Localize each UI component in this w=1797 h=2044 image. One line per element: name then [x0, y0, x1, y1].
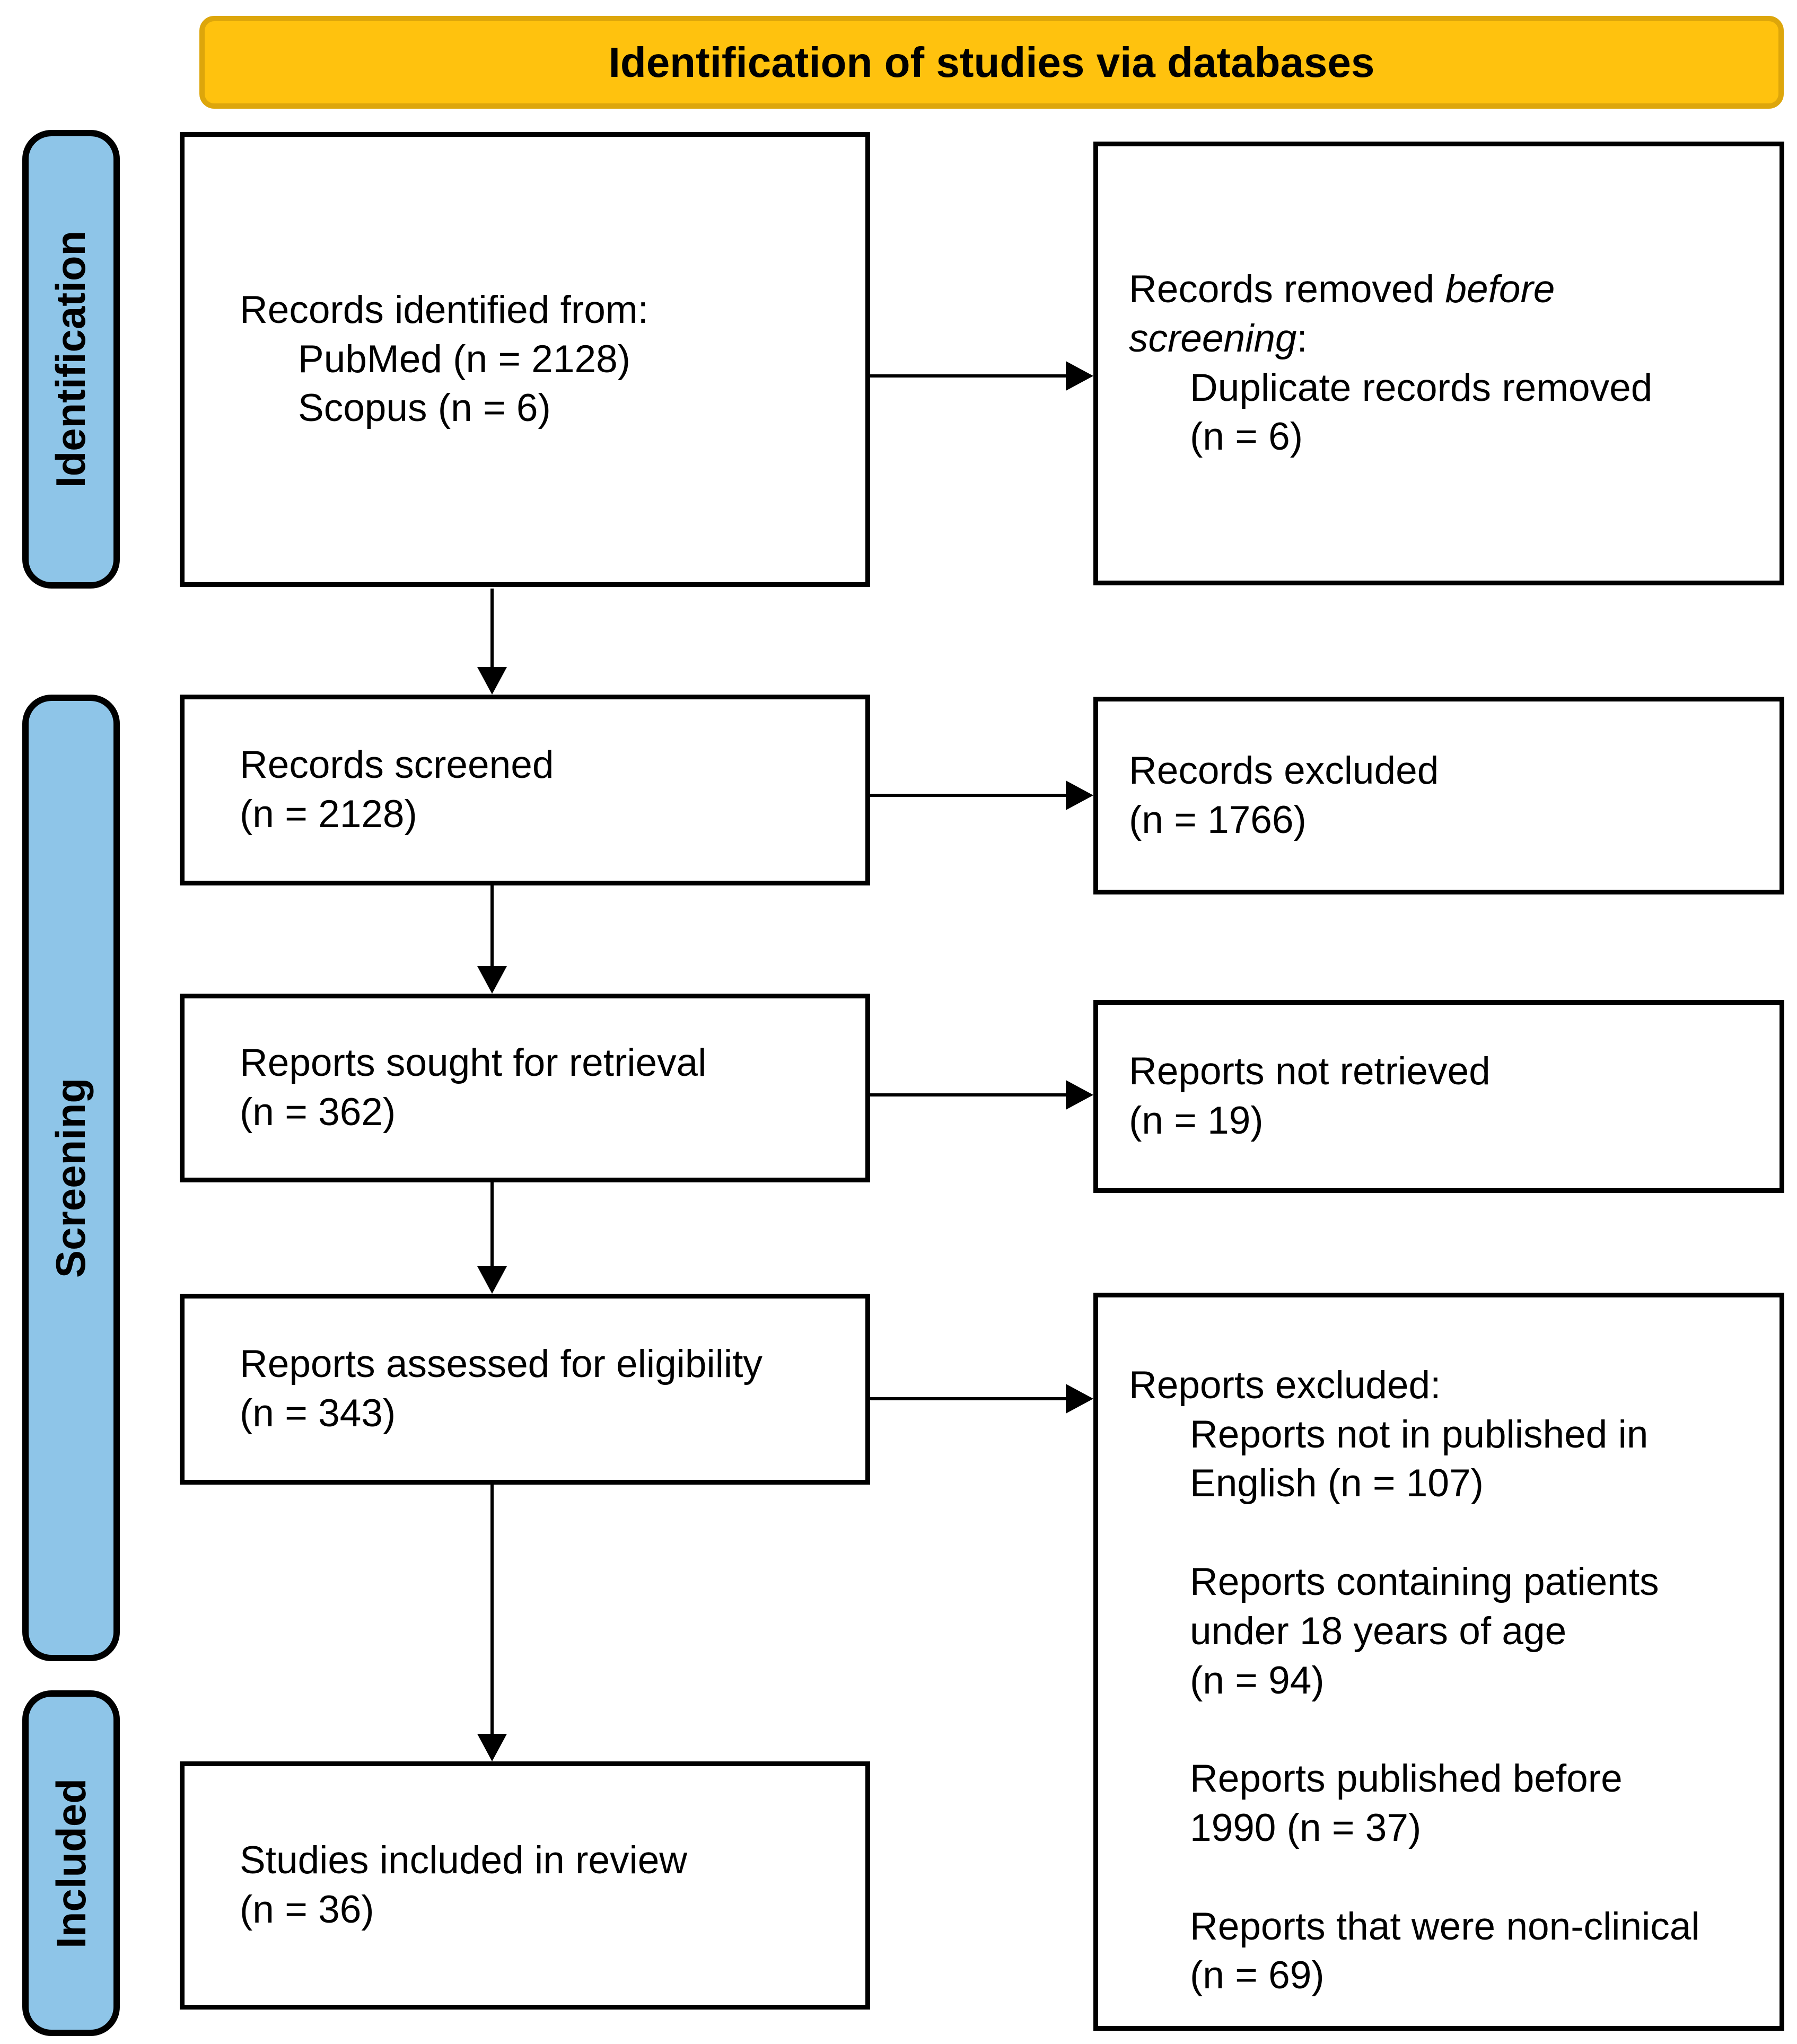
box-studies-included: Studies included in review (n = 36)	[180, 1761, 870, 2010]
reports-excluded-item: Reports containing patients under 18 yea…	[1190, 1560, 1659, 1702]
stage-identification: Identification	[22, 130, 120, 589]
stage-identification-label: Identification	[47, 230, 94, 488]
records-removed-title-suffix: :	[1296, 317, 1308, 360]
arrow-right-head-icon	[1066, 780, 1093, 810]
reports-assessed-text: Reports assessed for eligibility (n = 34…	[240, 1343, 762, 1435]
diagram-title: Identification of studies via databases	[608, 38, 1375, 86]
arrow-down-head-icon	[477, 667, 507, 695]
reports-sought-text: Reports sought for retrieval (n = 362)	[240, 1041, 707, 1134]
box-reports-not-retrieved: Reports not retrieved (n = 19)	[1093, 1000, 1784, 1193]
box-reports-assessed: Reports assessed for eligibility (n = 34…	[180, 1294, 870, 1485]
box-reports-excluded: Reports excluded: Reports not in publish…	[1093, 1293, 1784, 2031]
arrow-down-head-icon	[477, 1266, 507, 1294]
box-records-screened: Records screened (n = 2128)	[180, 695, 870, 885]
arrow-assessed-to-included	[490, 1485, 494, 1734]
arrow-screened-to-excluded	[870, 794, 1066, 797]
arrow-right-head-icon	[1066, 361, 1093, 391]
stage-included: Included	[22, 1690, 120, 2036]
records-identified-item: PubMed (n = 2128)	[298, 337, 630, 381]
records-excluded-text: Records excluded (n = 1766)	[1129, 749, 1439, 841]
records-removed-title-italic: before screening	[1129, 268, 1555, 360]
box-records-excluded: Records excluded (n = 1766)	[1093, 697, 1784, 894]
stage-screening: Screening	[22, 695, 120, 1661]
arrow-sought-to-assessed	[490, 1182, 494, 1266]
box-records-identified: Records identified from: PubMed (n = 212…	[180, 132, 870, 587]
records-removed-title: Records removed before screening:	[1129, 265, 1758, 363]
records-removed-item: Duplicate records removed (n = 6)	[1190, 366, 1653, 459]
box-records-removed: Records removed before screening: Duplic…	[1093, 142, 1784, 585]
arrow-right-head-icon	[1066, 1080, 1093, 1110]
arrow-down-head-icon	[477, 966, 507, 994]
records-removed-title-prefix: Records removed	[1129, 268, 1445, 311]
diagram-title-banner: Identification of studies via databases	[199, 16, 1784, 109]
arrow-sought-to-not-retrieved	[870, 1093, 1066, 1096]
reports-excluded-item: Reports published before 1990 (n = 37)	[1190, 1757, 1623, 1849]
stage-included-label: Included	[47, 1778, 94, 1949]
stage-screening-label: Screening	[47, 1077, 94, 1278]
reports-excluded-item: Reports not in published in English (n =…	[1190, 1413, 1649, 1505]
records-identified-item: Scopus (n = 6)	[298, 387, 551, 430]
studies-included-text: Studies included in review (n = 36)	[240, 1839, 688, 1931]
reports-excluded-title: Reports excluded:	[1129, 1364, 1441, 1407]
arrow-down-head-icon	[477, 1734, 507, 1761]
box-reports-sought: Reports sought for retrieval (n = 362)	[180, 994, 870, 1182]
arrow-assessed-to-reports-excluded	[870, 1397, 1066, 1400]
records-screened-text: Records screened (n = 2128)	[240, 743, 554, 836]
arrow-right-head-icon	[1066, 1384, 1093, 1414]
arrow-screened-to-sought	[490, 885, 494, 966]
records-identified-title: Records identified from:	[240, 288, 648, 331]
reports-not-retrieved-text: Reports not retrieved (n = 19)	[1129, 1050, 1491, 1142]
arrow-identified-to-removed	[870, 374, 1066, 378]
reports-excluded-item: Reports that were non-clinical (n = 69)	[1190, 1905, 1700, 1997]
arrow-identified-to-screened	[490, 589, 494, 667]
